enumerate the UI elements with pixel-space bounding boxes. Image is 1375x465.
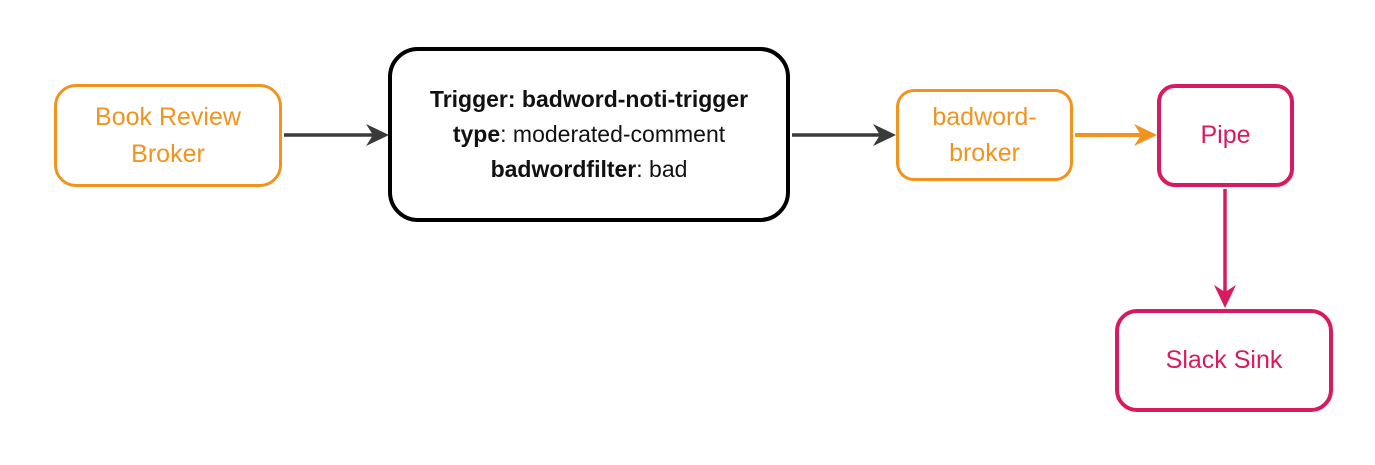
node-trigger-filter: Trigger: badword-noti-trigger type: mode… bbox=[388, 47, 790, 222]
arrowhead-icon bbox=[1214, 285, 1236, 308]
node-book-review-broker: Book Review Broker bbox=[54, 84, 282, 187]
edge-badword-broker-to-pipe bbox=[1075, 124, 1157, 146]
filter-attribute-badwordfilter: badwordfilter bbox=[490, 156, 637, 182]
arrowhead-icon bbox=[366, 124, 389, 146]
node-label: Pipe bbox=[1200, 121, 1251, 149]
arrowhead-icon bbox=[873, 124, 896, 146]
trigger-line-3: badwordfilter: bad bbox=[490, 156, 688, 182]
trigger-line-2: type: moderated-comment bbox=[452, 121, 726, 147]
trigger-line-1: Trigger: badword-noti-trigger bbox=[430, 82, 748, 117]
node-label-line: Broker bbox=[131, 139, 205, 168]
node-label-line: broker bbox=[949, 139, 1020, 167]
node-slack-sink: Slack Sink bbox=[1115, 309, 1333, 412]
arrowhead-icon bbox=[1134, 124, 1157, 146]
node-label: Slack Sink bbox=[1165, 346, 1283, 374]
node-pipe: Pipe bbox=[1157, 84, 1294, 187]
node-label-line: Book Review bbox=[95, 102, 241, 131]
edge-pipe-to-slack-sink bbox=[1214, 189, 1236, 308]
trigger-name-text: Trigger: badword-noti-trigger bbox=[429, 86, 749, 112]
edge-trigger-to-badword-broker bbox=[792, 124, 896, 146]
filter-attribute-type: type bbox=[452, 121, 501, 147]
node-badword-broker: badword- broker bbox=[896, 89, 1073, 181]
node-label-line: badword- bbox=[932, 103, 1037, 131]
edge-broker-to-trigger bbox=[284, 124, 389, 146]
